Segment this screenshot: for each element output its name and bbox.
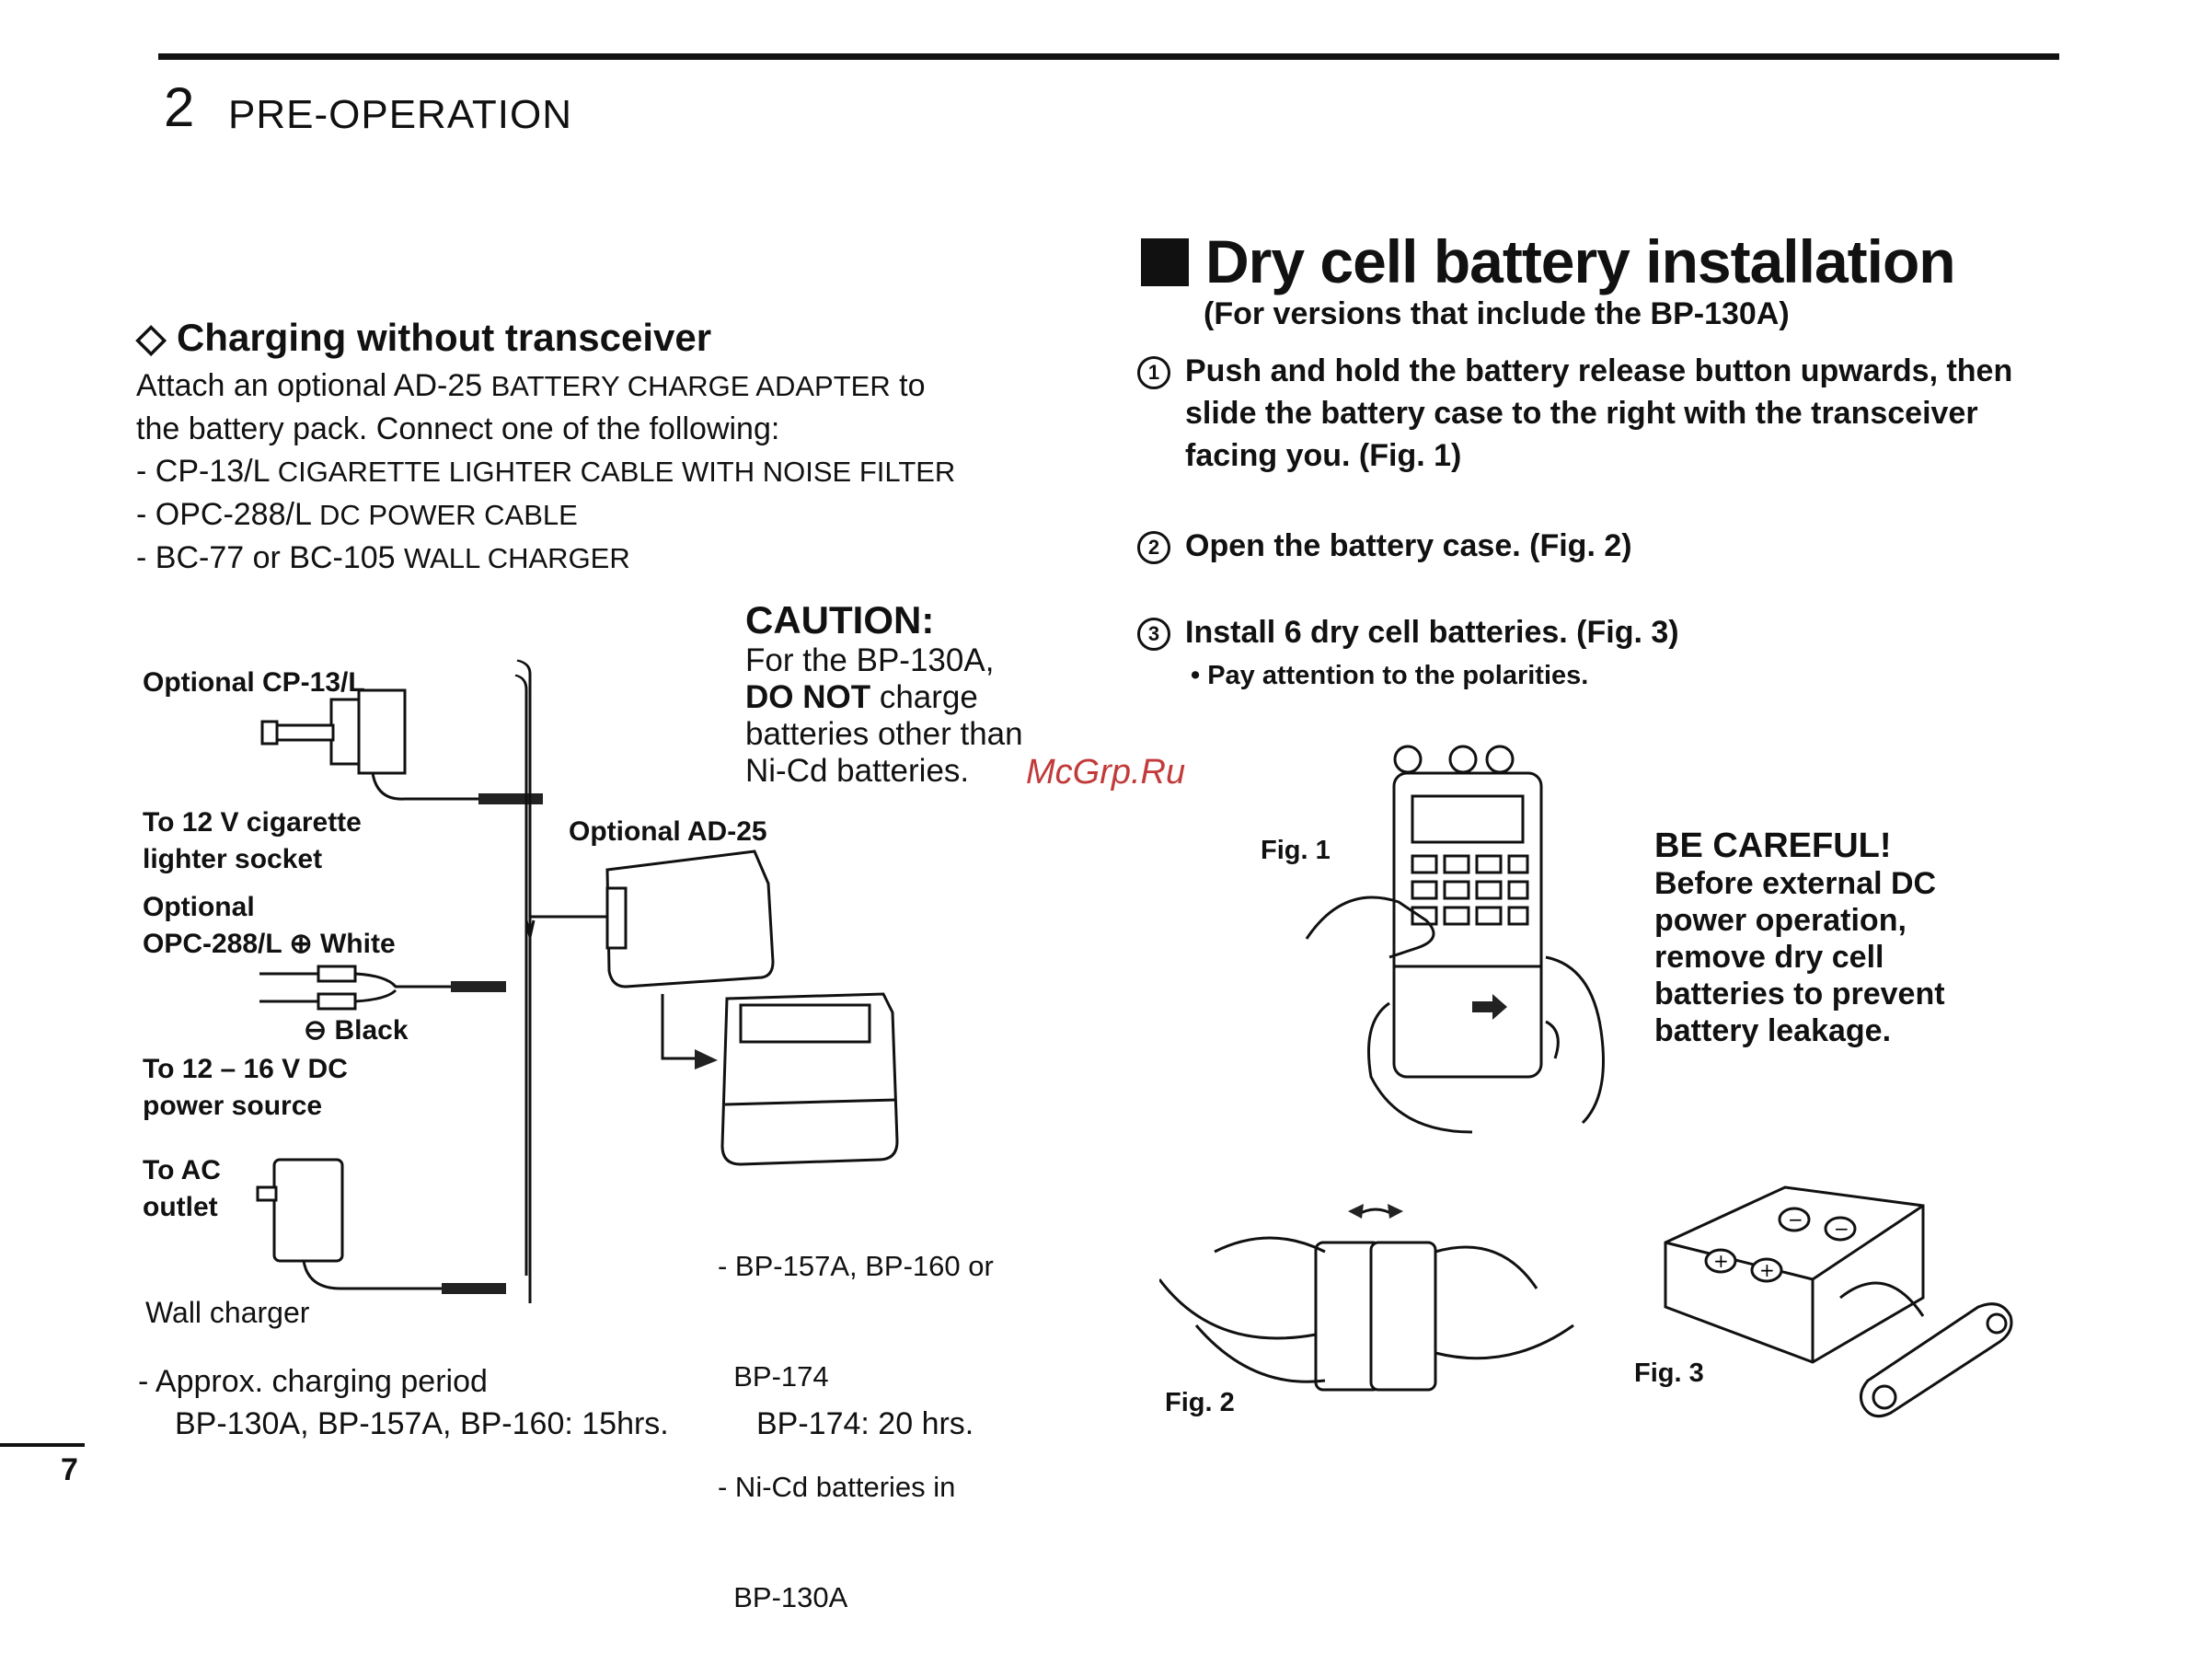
cigarette-plug-icon xyxy=(260,688,543,804)
wall-charger-icon xyxy=(256,1158,506,1294)
charging-period-values: BP-130A, BP-157A, BP-160: 15hrs. xyxy=(175,1406,669,1441)
svg-text:−: − xyxy=(1788,1208,1803,1231)
battery-case-icon xyxy=(1314,1204,1437,1392)
black-label: ⊖ Black xyxy=(304,1015,409,1046)
ad25-adapter-icon xyxy=(605,850,775,988)
step-number-3: 3 xyxy=(1137,618,1170,651)
caution-title: CAUTION: xyxy=(745,598,935,642)
charger-item: - OPC-288/L DC POWER CABLE xyxy=(136,497,578,532)
charging-intro: Attach an optional AD-25 BATTERY CHARGE … xyxy=(136,364,1066,580)
careful-body: Before external DC power operation, remo… xyxy=(1654,866,1945,1048)
fig3-battery-tray-illustration: + + − − xyxy=(1664,1185,2013,1418)
caution-body: For the BP-130A, DO NOT charge batteries… xyxy=(745,642,1023,789)
cig-label: To 12 V cigarette lighter socket xyxy=(143,807,362,874)
ad25-label: Optional AD-25 xyxy=(569,816,767,847)
hands-icon xyxy=(1159,1236,1574,1383)
intro-line1-caps: BATTERY CHARGE ADAPTER xyxy=(490,370,891,402)
charger-item: - CP-13/L CIGARETTE LIGHTER CABLE WITH N… xyxy=(136,454,956,489)
battery-pack-icon xyxy=(720,992,899,1166)
chapter-title: PRE-OPERATION xyxy=(228,92,573,137)
charger-item: - BC-77 or BC-105 WALL CHARGER xyxy=(136,540,630,575)
battery-tray-icon: + + − − xyxy=(1664,1185,1925,1364)
section-square-icon xyxy=(1141,238,1189,286)
intro-line1-end: to xyxy=(890,368,926,403)
page-number: 7 xyxy=(61,1452,78,1487)
header-rule xyxy=(158,53,2059,60)
svg-text:−: − xyxy=(1834,1218,1849,1240)
opc-label: Optional OPC-288/L ⊕ White xyxy=(143,892,396,959)
careful-title: BE CAREFUL! xyxy=(1654,826,1892,865)
svg-text:+: + xyxy=(1759,1259,1775,1281)
ac-label: To AC outlet xyxy=(143,1155,221,1222)
polarity-note: • Pay attention to the polarities. xyxy=(1191,661,1589,690)
dry-cell-title: Dry cell battery installation xyxy=(1141,226,1956,296)
intro-line2: the battery pack. Connect one of the fol… xyxy=(136,411,780,446)
intro-line1: Attach an optional AD-25 xyxy=(136,368,491,403)
step-number-1: 1 xyxy=(1137,356,1170,389)
fig1-transceiver-illustration xyxy=(1305,745,1605,1134)
dry-cell-subtitle: (For versions that include the BP-130A) xyxy=(1204,296,1790,331)
aa-battery-icon xyxy=(1859,1302,2013,1418)
fig2-label: Fig. 2 xyxy=(1165,1388,1235,1417)
dc-label: To 12 – 16 V DC power source xyxy=(143,1054,348,1121)
page-number-rule xyxy=(0,1443,85,1447)
step-number-2: 2 xyxy=(1137,531,1170,564)
watermark: McGrp.Ru xyxy=(1026,753,1186,792)
caution-do-not: DO NOT xyxy=(745,679,871,715)
charging-diagram xyxy=(256,659,899,1303)
chapter-number: 2 xyxy=(164,76,195,138)
fig1-label: Fig. 1 xyxy=(1261,836,1331,865)
transceiver-icon xyxy=(1392,745,1543,1079)
fig3-label: Fig. 3 xyxy=(1634,1358,1704,1388)
charging-period-label: - Approx. charging period xyxy=(138,1364,488,1399)
cp13-label: Optional CP-13/L xyxy=(143,667,365,698)
charging-heading: ◇ Charging without transceiver xyxy=(136,316,712,359)
svg-text:+: + xyxy=(1713,1250,1729,1272)
dc-cable-icon xyxy=(259,965,506,1011)
fig2-open-case-illustration xyxy=(1159,1204,1574,1392)
hands-icon xyxy=(1305,896,1605,1134)
charging-period-bp174: BP-174: 20 hrs. xyxy=(756,1406,974,1441)
wall-charger-label: Wall charger xyxy=(145,1296,310,1329)
